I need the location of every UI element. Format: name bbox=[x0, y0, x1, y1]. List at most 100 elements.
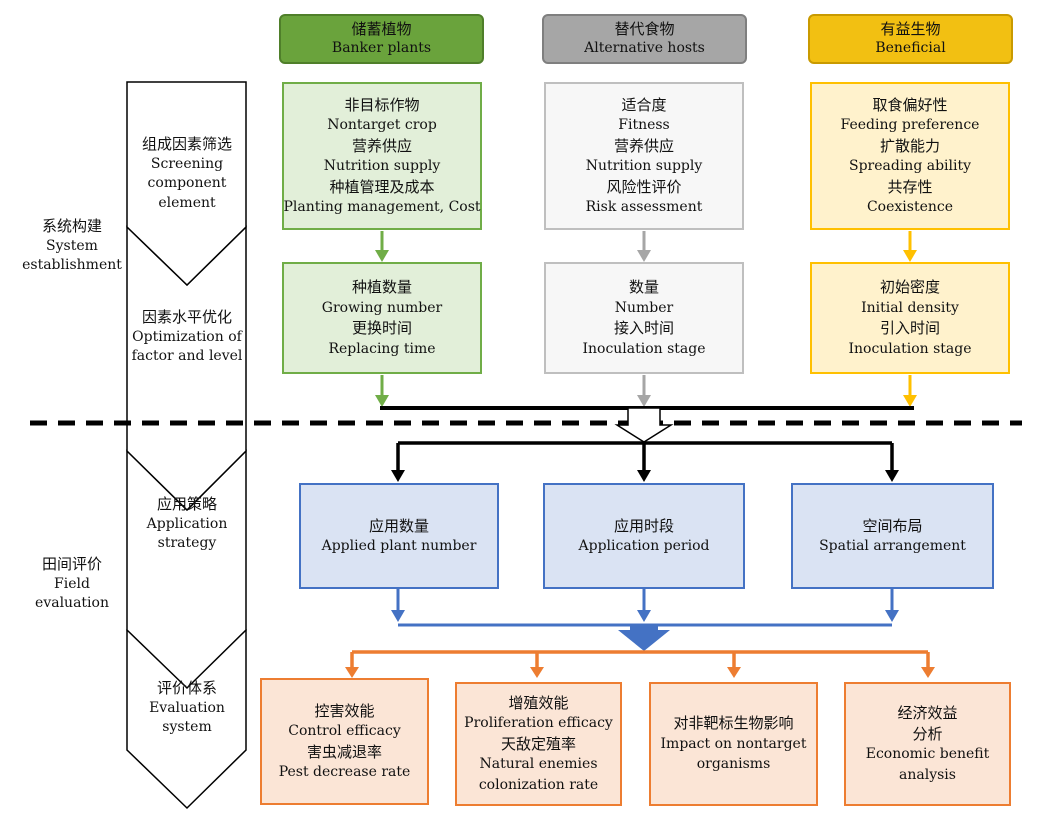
screening-ben-line-1: 取食偏好性 bbox=[872, 95, 948, 114]
opt-ben-line-2: Initial density bbox=[861, 299, 959, 316]
chevron-1-en-1: Screening bbox=[150, 155, 224, 172]
chevron-1-en-2: component bbox=[147, 175, 227, 191]
phase-field-en-2: evaluation bbox=[35, 595, 109, 611]
chevron-4-en-1: Evaluation bbox=[149, 699, 225, 716]
strategy-number-zh: 应用数量 bbox=[368, 516, 429, 535]
chevron-label-optimization: 因素水平优化 Optimization of factor and level bbox=[132, 308, 243, 367]
opt-ben-line-4: Inoculation stage bbox=[848, 340, 972, 357]
header-alt-en: Alternative hosts bbox=[584, 40, 705, 56]
chevron-1-zh: 组成因素筛选 bbox=[141, 135, 233, 153]
eval-econ-line-1: 经济效益 bbox=[897, 704, 958, 722]
green-arrows bbox=[375, 231, 389, 407]
phase-system-en-1: System bbox=[46, 237, 98, 254]
eval-econ-line-3: Economic benefit bbox=[865, 746, 990, 762]
header-beneficial-en: Beneficial bbox=[875, 40, 946, 56]
screening-box-beneficial: 取食偏好性 Feeding preference 扩散能力 Spreading … bbox=[810, 82, 1010, 230]
eval-nontarget-line-1: 对非靶标生物影响 bbox=[673, 714, 794, 733]
gold-arrows bbox=[903, 231, 917, 407]
screening-alt-line-6: Risk assessment bbox=[585, 199, 703, 215]
orange-arrowhead-3 bbox=[727, 667, 741, 678]
opt-banker-line-4: Replacing time bbox=[328, 340, 436, 357]
opt-ben-line-1: 初始密度 bbox=[879, 278, 940, 296]
screening-banker-line-1: 非目标作物 bbox=[344, 95, 420, 114]
header-alt-zh: 替代食物 bbox=[614, 20, 675, 38]
orange-arrowhead-4 bbox=[921, 667, 935, 678]
gray-arrows bbox=[637, 231, 651, 407]
eval-control-line-4: Pest decrease rate bbox=[278, 764, 411, 780]
black-arrowhead-1 bbox=[391, 470, 405, 482]
chevron-4-en-2: system bbox=[162, 719, 212, 735]
evaluation-box-economic: 经济效益 分析 Economic benefit analysis bbox=[844, 682, 1011, 806]
eval-control-line-3: 害虫减退率 bbox=[306, 742, 382, 761]
chevron-label-screening: 组成因素筛选 Screening component element bbox=[142, 135, 232, 213]
green-arrow-2-head bbox=[375, 395, 389, 407]
opt-alt-line-4: Inoculation stage bbox=[582, 340, 706, 357]
optimization-box-alt: 数量 Number 接入时间 Inoculation stage bbox=[544, 262, 744, 374]
screening-box-banker: 非目标作物 Nontarget crop 营养供应 Nutrition supp… bbox=[282, 82, 482, 230]
evaluation-box-proliferation: 增殖效能 Proliferation efficacy 天敌定殖率 Natura… bbox=[455, 682, 622, 806]
chevron-1 bbox=[126, 81, 247, 287]
header-beneficial: 有益生物 Beneficial bbox=[808, 14, 1013, 64]
eval-prolif-line-1: 增殖效能 bbox=[508, 693, 569, 712]
screening-ben-line-6: Coexistence bbox=[866, 199, 954, 215]
opt-banker-line-1: 种植数量 bbox=[351, 278, 412, 296]
chevron-1-en-3: element bbox=[158, 194, 216, 211]
opt-alt-line-3: 接入时间 bbox=[613, 319, 674, 337]
screening-banker-line-2: Nontarget crop bbox=[327, 117, 437, 133]
gold-arrow-1-head bbox=[903, 250, 917, 262]
header-banker-en: Banker plants bbox=[331, 40, 432, 56]
strategy-spatial-en: Spatial arrangement bbox=[819, 538, 966, 554]
opt-alt-line-2: Number bbox=[614, 299, 674, 316]
screening-banker-line-6: Planting management, Cost bbox=[283, 199, 481, 215]
blue-merge-arrow bbox=[618, 626, 670, 651]
strategy-number-en: Applied plant number bbox=[321, 538, 477, 554]
optimization-box-banker: 种植数量 Growing number 更换时间 Replacing time bbox=[282, 262, 482, 374]
screening-alt-line-2: Fitness bbox=[618, 117, 670, 133]
chevron-3-en-1: Application bbox=[146, 515, 228, 532]
eval-control-line-1: 控害效能 bbox=[314, 701, 375, 720]
phase-label-field: 田间评价 Field evaluation bbox=[35, 555, 109, 614]
eval-nontarget-line-2: Impact on nontarget bbox=[660, 735, 807, 752]
black-arrowhead-3 bbox=[885, 470, 899, 482]
strategy-period-zh: 应用时段 bbox=[613, 516, 674, 535]
opt-banker-line-3: 更换时间 bbox=[351, 319, 412, 337]
chevron-label-evaluation: 评价体系 Evaluation system bbox=[149, 679, 225, 738]
eval-prolif-line-4: Natural enemies bbox=[479, 756, 598, 773]
gray-arrow-1-head bbox=[637, 250, 651, 262]
blue-arrowhead-3 bbox=[885, 610, 899, 622]
screening-alt-line-1: 适合度 bbox=[621, 95, 667, 114]
opt-banker-line-2: Growing number bbox=[321, 299, 443, 316]
green-arrow-1-head bbox=[375, 250, 389, 262]
blue-arrowhead-2 bbox=[637, 610, 651, 622]
screening-banker-line-5: 种植管理及成本 bbox=[329, 177, 435, 196]
gray-arrow-2-head bbox=[637, 395, 651, 407]
header-alternative-hosts: 替代食物 Alternative hosts bbox=[542, 14, 747, 64]
orange-arrowhead-2 bbox=[530, 667, 544, 678]
opt-alt-line-1: 数量 bbox=[628, 278, 659, 296]
strategy-period-en: Application period bbox=[578, 538, 710, 554]
black-arrowhead-2 bbox=[637, 470, 651, 482]
phase-field-zh: 田间评价 bbox=[41, 555, 102, 573]
orange-distribution bbox=[345, 650, 935, 678]
chevron-2-en-1: Optimization of bbox=[132, 328, 242, 345]
gold-arrow-2-head bbox=[903, 395, 917, 407]
eval-prolif-line-3: 天敌定殖率 bbox=[500, 734, 576, 753]
screening-ben-line-4: Spreading ability bbox=[848, 158, 972, 174]
chevron-2-en-2: factor and level bbox=[131, 348, 243, 364]
header-banker-zh: 储蓄植物 bbox=[351, 20, 412, 38]
screening-ben-line-3: 扩散能力 bbox=[879, 136, 940, 155]
screening-ben-line-5: 共存性 bbox=[887, 177, 933, 196]
screening-ben-line-2: Feeding preference bbox=[840, 117, 980, 133]
eval-nontarget-line-3: organisms bbox=[696, 756, 771, 773]
orange-arrowhead-1 bbox=[345, 667, 359, 678]
eval-control-line-2: Control efficacy bbox=[288, 723, 401, 739]
eval-econ-line-4: analysis bbox=[899, 766, 956, 783]
chevron-stack bbox=[126, 81, 247, 810]
eval-econ-line-2: 分析 bbox=[912, 724, 943, 743]
phase-system-zh: 系统构建 bbox=[41, 217, 103, 235]
strategy-box-spatial: 空间布局 Spatial arrangement bbox=[791, 483, 994, 589]
screening-alt-line-4: Nutrition supply bbox=[585, 158, 703, 174]
screening-banker-line-4: Nutrition supply bbox=[323, 158, 441, 174]
